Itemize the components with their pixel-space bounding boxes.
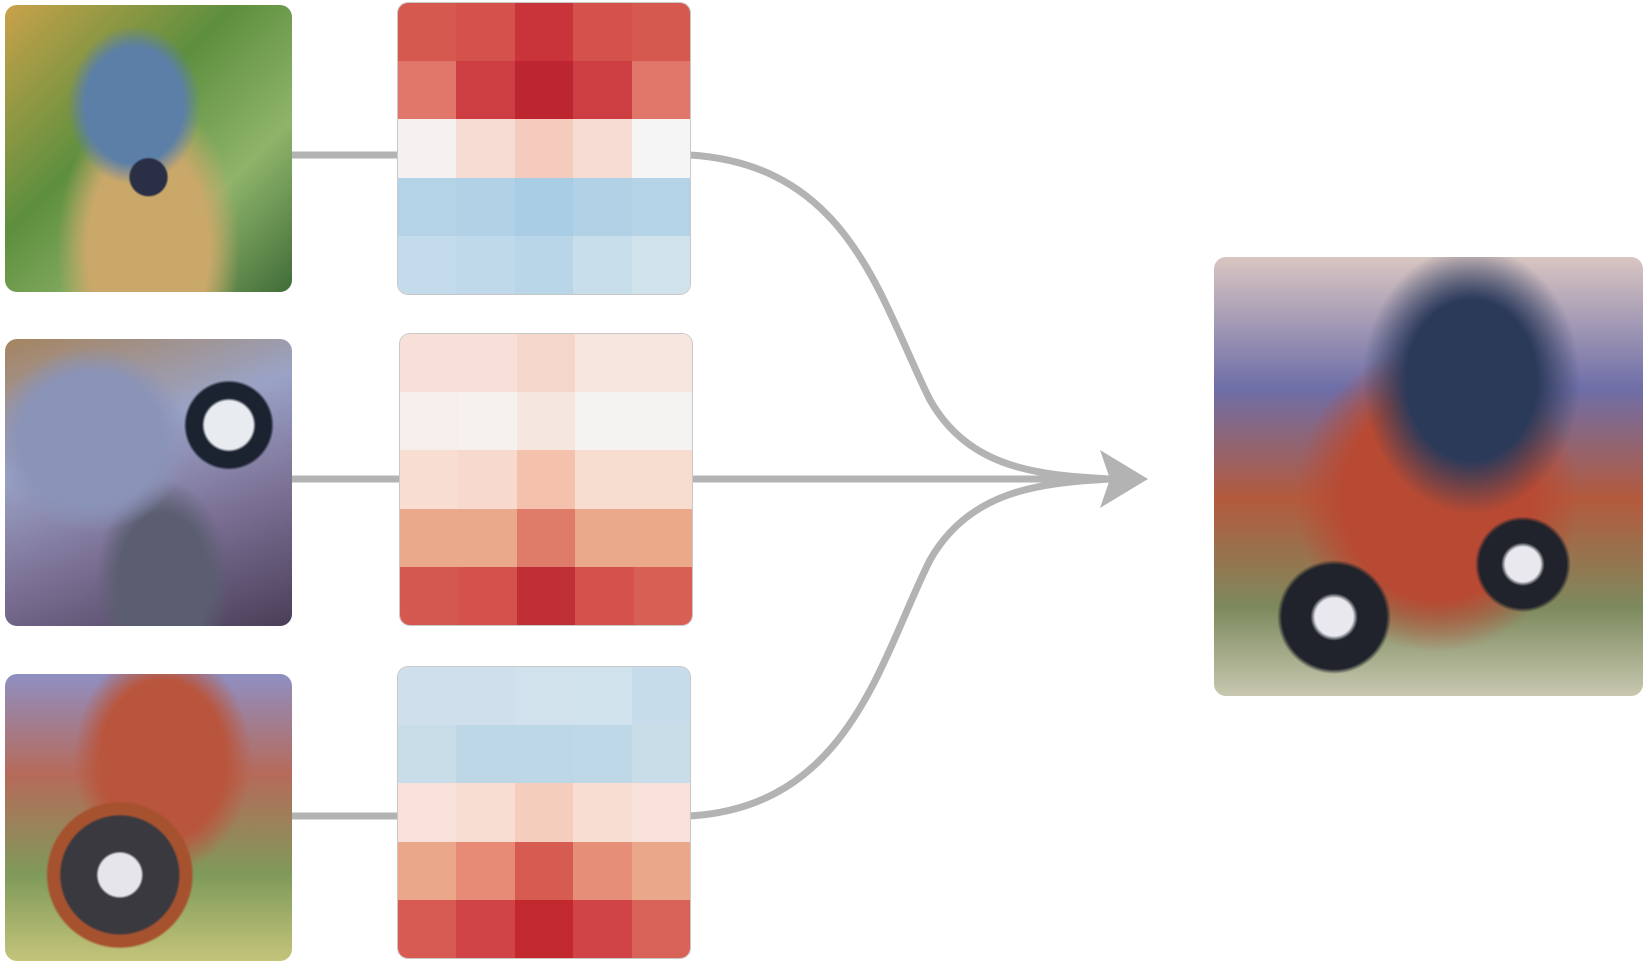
heatmap-cell [514, 899, 574, 958]
heatmap-cell [516, 508, 576, 567]
heatmap-cell [398, 3, 457, 62]
feature-visualization-windows [5, 5, 292, 292]
heatmap-cell [631, 61, 690, 120]
heatmap-cell [398, 61, 457, 120]
heatmap-cell [573, 3, 632, 62]
heatmap-cell [456, 3, 515, 62]
heatmap-cell [631, 667, 690, 726]
heatmap-cell [458, 566, 517, 625]
heatmap-cell [631, 235, 690, 294]
heatmap-cell [400, 334, 459, 393]
heatmap-cell [398, 783, 457, 842]
heatmap-cell [573, 235, 632, 294]
heatmap-cell [400, 450, 459, 509]
heatmap-cell [573, 177, 632, 236]
weight-heatmap-wheels [398, 667, 690, 958]
heatmap-cell [575, 566, 634, 625]
heatmap-cell [456, 725, 515, 784]
weight-heatmap-windows [398, 3, 690, 294]
heatmap-cell [456, 783, 515, 842]
heatmap-cell [514, 725, 574, 784]
heatmap-cell [575, 508, 634, 567]
heatmap-cell [573, 783, 632, 842]
heatmap-cell [398, 725, 457, 784]
heatmap-cell [514, 3, 574, 62]
heatmap-cell [514, 841, 574, 900]
feature-visualization-car-detector [1214, 257, 1643, 696]
heatmap-cell [398, 841, 457, 900]
heatmap-cell [516, 450, 576, 509]
heatmap-cell [631, 725, 690, 784]
heatmap-cell [631, 119, 690, 178]
heatmap-cell [573, 667, 632, 726]
heatmap-cell [456, 667, 515, 726]
heatmap-cell [573, 841, 632, 900]
heatmap-cell [514, 61, 574, 120]
weight-heatmap-car-body [400, 334, 692, 625]
heatmap-cell [631, 783, 690, 842]
heatmap-cell [516, 392, 576, 451]
heatmap-cell [514, 119, 574, 178]
heatmap-cell [400, 508, 459, 567]
arrowhead-icon [1100, 450, 1148, 508]
heatmap-cell [514, 783, 574, 842]
heatmap-cell [631, 177, 690, 236]
curve-wheels-to-car [689, 475, 1111, 820]
feature-visualization-wheels [5, 674, 292, 961]
heatmap-cell [514, 235, 574, 294]
heatmap-cell [573, 119, 632, 178]
heatmap-cell [516, 334, 576, 393]
heatmap-cell [456, 841, 515, 900]
heatmap-cell [575, 334, 634, 393]
heatmap-cell [398, 235, 457, 294]
heatmap-cell [633, 334, 692, 393]
feature-visualization-car-body [5, 339, 292, 626]
heatmap-cell [631, 899, 690, 958]
curve-windows-to-car [689, 151, 1111, 483]
heatmap-cell [458, 334, 517, 393]
heatmap-cell [633, 508, 692, 567]
heatmap-cell [573, 61, 632, 120]
heatmap-cell [456, 61, 515, 120]
heatmap-cell [398, 899, 457, 958]
heatmap-cell [573, 899, 632, 958]
heatmap-cell [575, 392, 634, 451]
heatmap-cell [575, 450, 634, 509]
heatmap-cell [514, 667, 574, 726]
heatmap-cell [514, 177, 574, 236]
heatmap-cell [458, 508, 517, 567]
heatmap-cell [573, 725, 632, 784]
heatmap-cell [456, 119, 515, 178]
heatmap-cell [398, 667, 457, 726]
heatmap-cell [458, 450, 517, 509]
heatmap-cell [631, 3, 690, 62]
heatmap-cell [456, 899, 515, 958]
heatmap-cell [456, 235, 515, 294]
heatmap-cell [516, 566, 576, 625]
heatmap-cell [456, 177, 515, 236]
heatmap-cell [458, 392, 517, 451]
heatmap-cell [633, 450, 692, 509]
heatmap-cell [631, 841, 690, 900]
heatmap-cell [398, 177, 457, 236]
heatmap-cell [633, 392, 692, 451]
heatmap-cell [400, 566, 459, 625]
heatmap-cell [398, 119, 457, 178]
heatmap-cell [633, 566, 692, 625]
heatmap-cell [400, 392, 459, 451]
